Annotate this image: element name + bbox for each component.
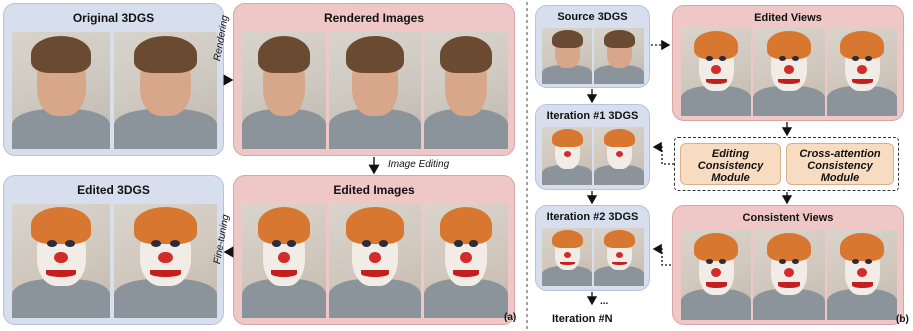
iteration-1-title: Iteration #1 3DGS xyxy=(546,110,639,122)
edited-view-1 xyxy=(681,28,751,116)
edited-images-panel: Edited Images xyxy=(233,175,515,325)
original-photo-2 xyxy=(114,32,217,149)
edited-photo-3 xyxy=(424,204,508,318)
cross-attention-consistency-module: Cross-attention Consistency Module xyxy=(786,143,894,185)
editing-consistency-module: Editing Consistency Module xyxy=(680,143,781,185)
iteration-n-label: Iteration #N xyxy=(552,313,613,325)
consistent-views-panel: Consistent Views xyxy=(672,205,904,325)
original-3dgs-title: Original 3DGS xyxy=(72,11,155,25)
rendered-images-panel: Rendered Images xyxy=(233,3,515,156)
edited-view-2 xyxy=(753,28,825,116)
iter2-photo-2 xyxy=(594,228,644,286)
consistent-to-iter2-arrow xyxy=(652,243,671,266)
consistent-view-2 xyxy=(753,230,825,320)
original-photo-1 xyxy=(12,32,110,149)
original-3dgs-panel: Original 3DGS xyxy=(3,3,224,156)
modules-to-iter1-arrow xyxy=(652,141,674,165)
iteration-1-panel: Iteration #1 3DGS xyxy=(535,104,650,190)
source-photo-2 xyxy=(594,28,644,84)
edited-3dgs-photo-2 xyxy=(114,204,217,318)
panel-label-a: (a) xyxy=(504,312,517,323)
edited-views-title: Edited Views xyxy=(754,12,822,24)
edited-view-3 xyxy=(827,28,897,116)
source-3dgs-panel: Source 3DGS xyxy=(535,5,650,88)
modules-dashed-box xyxy=(674,137,899,191)
source-photo-1 xyxy=(542,28,592,84)
edited-photo-1 xyxy=(242,204,326,318)
edited-photo-2 xyxy=(329,204,421,318)
edited-images-title: Edited Images xyxy=(333,183,415,197)
consistent-view-3 xyxy=(827,230,897,320)
rendered-photo-1 xyxy=(242,32,326,149)
edited-3dgs-title: Edited 3DGS xyxy=(77,183,150,197)
edited-3dgs-panel: Edited 3DGS xyxy=(3,175,224,325)
rendered-photo-3 xyxy=(424,32,508,149)
panel-label-b: (b) xyxy=(896,314,909,325)
edited-views-panel: Edited Views xyxy=(672,5,904,121)
iter2-photo-1 xyxy=(542,228,592,286)
iter1-photo-1 xyxy=(542,127,592,185)
rendered-photo-2 xyxy=(329,32,421,149)
iteration-2-panel: Iteration #2 3DGS xyxy=(535,205,650,291)
ellipsis-label: ... xyxy=(600,296,609,307)
image-editing-label: Image Editing xyxy=(388,159,450,170)
consistent-view-1 xyxy=(681,230,751,320)
iteration-2-title: Iteration #2 3DGS xyxy=(546,211,639,223)
iter1-photo-2 xyxy=(594,127,644,185)
consistent-views-title: Consistent Views xyxy=(742,212,834,224)
rendered-images-title: Rendered Images xyxy=(323,11,425,25)
source-3dgs-title: Source 3DGS xyxy=(557,11,628,23)
edited-3dgs-photo-1 xyxy=(12,204,110,318)
